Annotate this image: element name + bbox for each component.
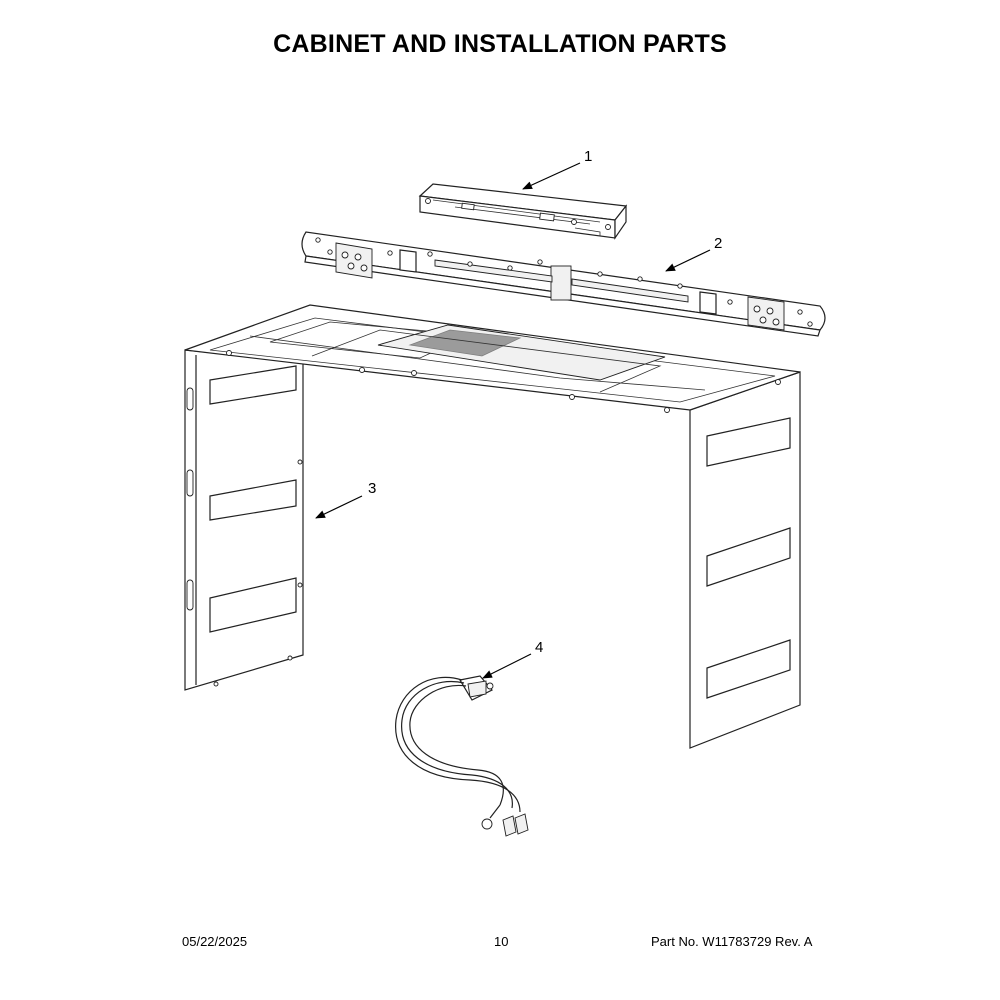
footer-date: 05/22/2025 — [182, 934, 248, 949]
part-1-bracket — [418, 183, 628, 240]
callout-1: 1 — [522, 148, 592, 190]
callout-label-1: 1 — [584, 148, 592, 165]
callout-label-3: 3 — [368, 480, 376, 497]
callout-label-2: 2 — [714, 235, 722, 252]
page-title: CABINET AND INSTALLATION PARTS — [273, 30, 727, 58]
part-2-mounting-rail — [301, 231, 826, 337]
footer-part-number: Part No. W11783729 Rev. A — [651, 934, 813, 949]
part-3-cabinet — [184, 304, 801, 749]
part-4-wire-harness — [395, 675, 529, 837]
callout-2: 2 — [665, 235, 722, 272]
callout-3: 3 — [315, 480, 376, 519]
callout-label-4: 4 — [535, 639, 543, 656]
callout-4: 4 — [482, 639, 543, 679]
footer-page-number: 10 — [494, 934, 509, 949]
